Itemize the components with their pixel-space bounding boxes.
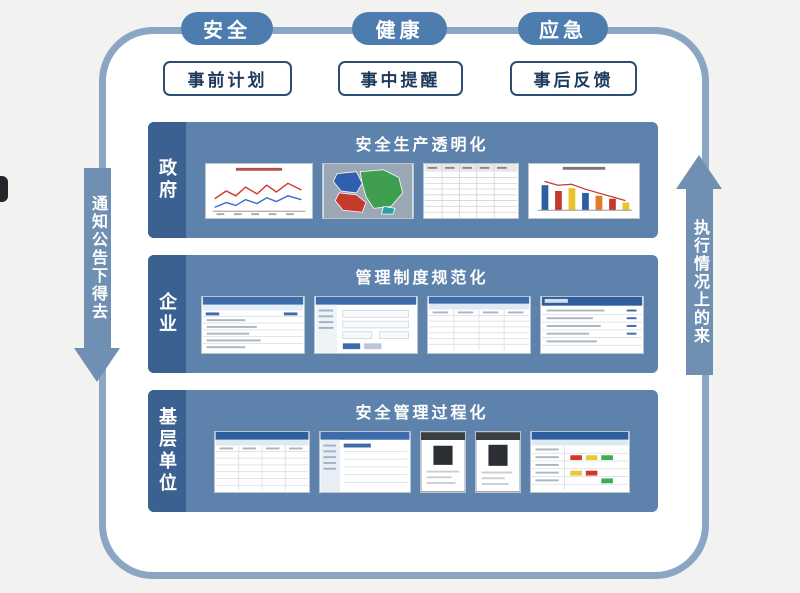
section-grassroots-body: 安全管理过程化 <box>186 390 658 512</box>
section-grassroots-title: 安全管理过程化 <box>355 405 489 422</box>
section-government: 政府 安全生产透明化 <box>148 122 658 238</box>
notice-down-arrow-body: 通知公告下得去 <box>83 168 111 348</box>
section-grassroots-label-strip: 基层单位 <box>148 390 186 512</box>
pill-emergency: 应急 <box>518 12 608 45</box>
pill-health: 健康 <box>352 12 447 45</box>
phase-in-process-remind-label: 事中提醒 <box>360 71 441 90</box>
mobile-screen-2-thumbnail <box>475 431 521 493</box>
report-up-arrow-text: 执行情况上的来 <box>691 219 708 345</box>
phase-after-feedback: 事后反馈 <box>510 61 637 96</box>
pill-health-label: 健康 <box>375 20 424 42</box>
edge-artifact <box>0 176 8 202</box>
app-table-a-thumbnail <box>214 431 310 493</box>
app-table-b-thumbnail <box>319 431 411 493</box>
phase-after-feedback-label: 事后反馈 <box>533 71 614 90</box>
section-government-title: 安全生产透明化 <box>355 137 489 154</box>
status-grid-thumbnail <box>530 431 630 493</box>
section-enterprise-thumbs <box>186 287 658 373</box>
section-government-body: 安全生产透明化 <box>186 122 658 238</box>
section-government-label-strip: 政府 <box>148 122 186 238</box>
section-enterprise-body: 管理制度规范化 <box>186 255 658 373</box>
section-government-label: 政府 <box>157 158 177 202</box>
notice-down-arrow-text: 通知公告下得去 <box>89 195 106 321</box>
section-grassroots-thumbs <box>186 422 658 512</box>
report-up-arrow-body: 执行情况上的来 <box>685 189 713 375</box>
section-enterprise-label: 企业 <box>157 292 177 336</box>
section-enterprise-label-strip: 企业 <box>148 255 186 373</box>
section-grassroots-label: 基层单位 <box>157 407 177 495</box>
app-table-1-thumbnail <box>200 296 305 354</box>
section-government-thumbs <box>186 154 658 238</box>
pill-safety-label: 安全 <box>203 20 251 42</box>
notice-down-arrow: 通知公告下得去 <box>74 168 120 382</box>
arrow-up-icon <box>676 155 722 189</box>
mobile-screen-1-thumbnail <box>420 431 466 493</box>
arrow-down-icon <box>74 348 120 382</box>
pill-safety: 安全 <box>181 12 273 45</box>
app-list-thumbnail <box>539 296 644 354</box>
app-table-2-thumbnail <box>426 296 531 354</box>
phase-pre-plan-label: 事前计划 <box>187 71 268 90</box>
section-enterprise: 企业 管理制度规范化 <box>148 255 658 373</box>
section-grassroots: 基层单位 安全管理过程化 <box>148 390 658 512</box>
report-up-arrow: 执行情况上的来 <box>676 155 722 375</box>
line-chart-thumbnail <box>204 163 313 219</box>
data-table-thumbnail <box>422 163 519 219</box>
region-map-thumbnail <box>321 163 414 219</box>
bar-chart-thumbnail <box>527 163 640 219</box>
section-enterprise-title: 管理制度规范化 <box>355 270 489 287</box>
phase-pre-plan: 事前计划 <box>163 61 292 96</box>
phase-in-process-remind: 事中提醒 <box>338 61 463 96</box>
pill-emergency-label: 应急 <box>539 20 587 42</box>
app-form-thumbnail <box>313 296 418 354</box>
